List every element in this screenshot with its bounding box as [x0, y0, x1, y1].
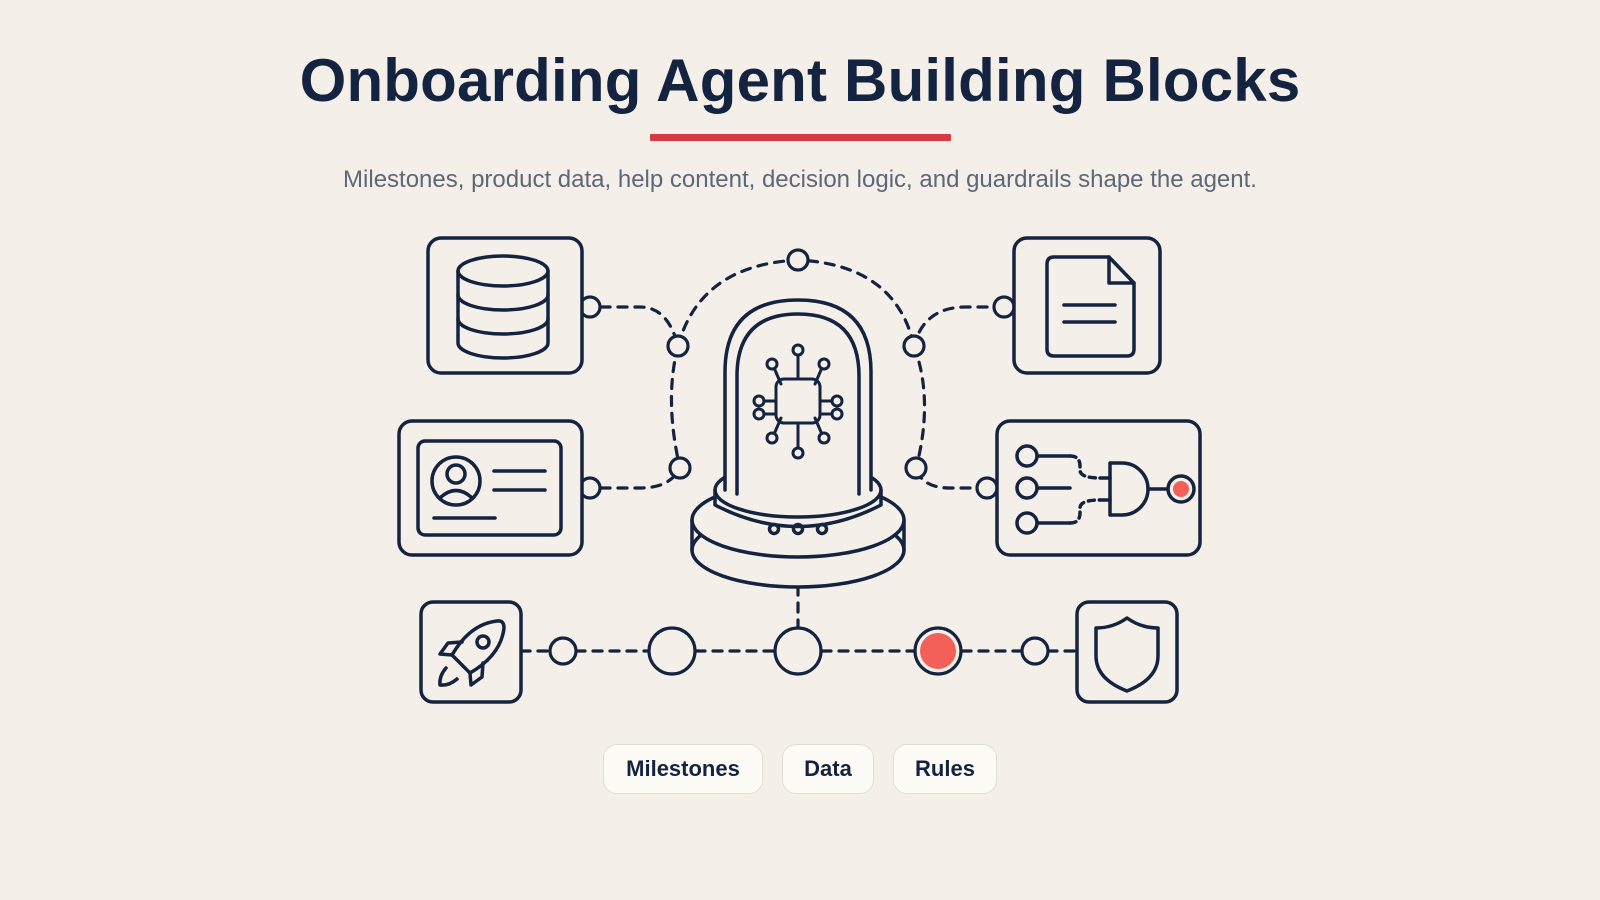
timeline-node-active [913, 626, 963, 676]
node-document [992, 295, 1016, 319]
tag-row: Milestones Data Rules [0, 744, 1600, 794]
database-icon [456, 254, 550, 360]
tag-milestones[interactable]: Milestones [603, 744, 763, 794]
node-top [786, 248, 810, 272]
id-card-icon [416, 439, 563, 537]
database-card [426, 236, 584, 375]
shield-icon [1094, 616, 1160, 693]
document-card [1012, 236, 1162, 375]
timeline-node-1 [548, 636, 578, 666]
node-left-lower [668, 456, 692, 480]
logic-gate-icon [1015, 444, 1196, 535]
page-title: Onboarding Agent Building Blocks [299, 47, 1301, 114]
rocket-icon [438, 619, 506, 687]
timeline-node-3 [773, 626, 823, 676]
tag-rules[interactable]: Rules [893, 744, 997, 794]
id-card-card [397, 419, 584, 557]
rocket-card [419, 600, 523, 704]
title-underline [650, 134, 951, 141]
shield-card [1075, 600, 1179, 704]
node-right-lower [904, 456, 928, 480]
tag-data[interactable]: Data [782, 744, 874, 794]
node-logic [975, 476, 999, 500]
logic-card [995, 419, 1202, 557]
node-right-upper [902, 334, 926, 358]
document-icon [1045, 255, 1136, 358]
node-left-upper [666, 334, 690, 358]
timeline-node-5 [1020, 636, 1050, 666]
timeline-node-2 [647, 626, 697, 676]
connector-nodes [548, 248, 1050, 676]
page-subtitle: Milestones, product data, help content, … [343, 166, 1257, 193]
ai-chip-icon [752, 343, 844, 460]
agent-core [690, 298, 906, 589]
